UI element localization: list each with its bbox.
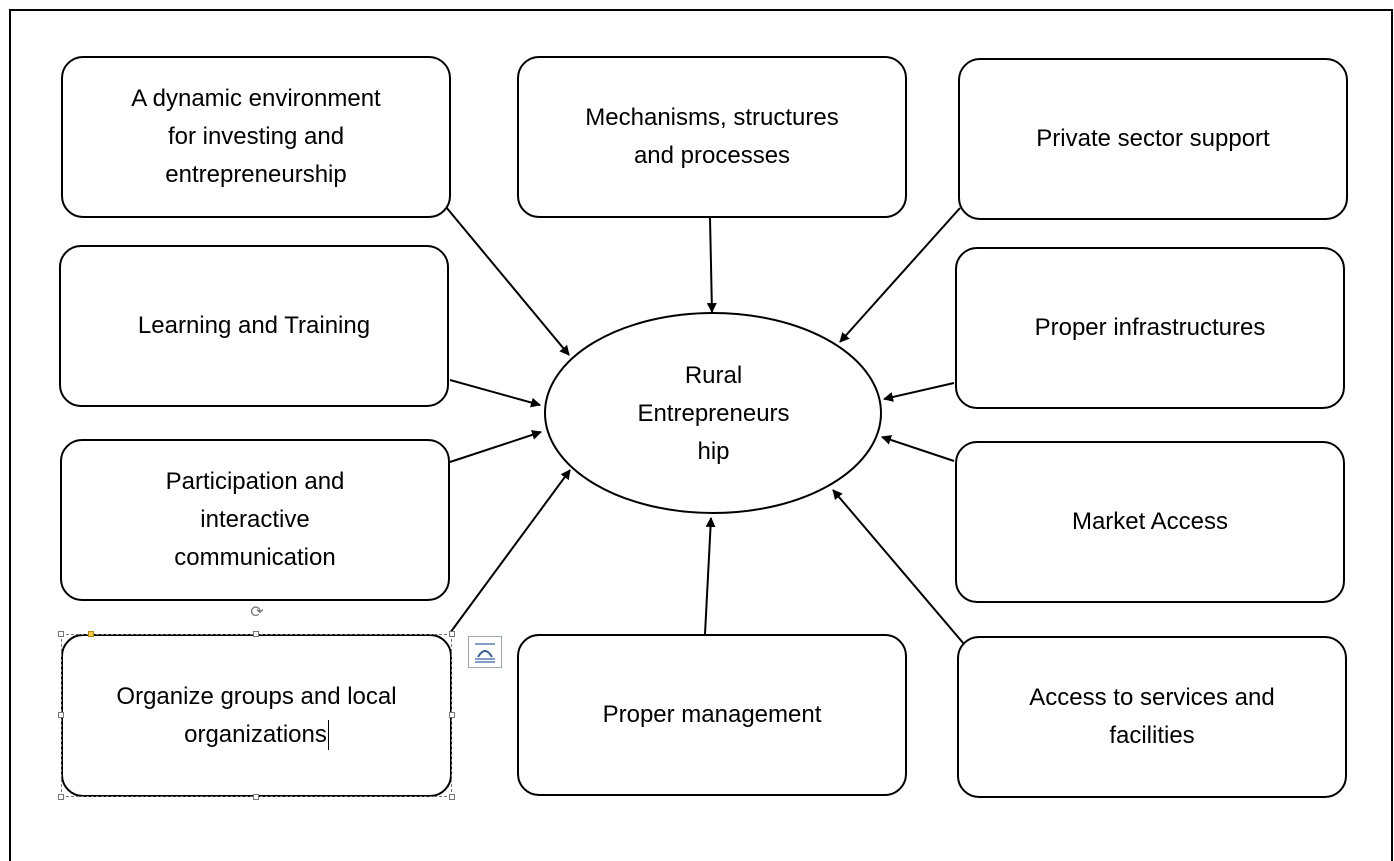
resize-handle-top[interactable] [253, 631, 259, 637]
arrow-services[interactable] [832, 489, 965, 645]
center-node-label: Rural Entrepreneurs hip [637, 362, 790, 465]
center-ellipse[interactable] [544, 312, 882, 514]
node-label: Learning and Training [137, 312, 371, 339]
page-frame [9, 9, 1393, 861]
shape-adjust-handle[interactable] [88, 631, 94, 637]
node-organize-groups[interactable]: Organize groups and local organizations [61, 634, 452, 797]
layout-options-icon [475, 643, 495, 663]
node-management[interactable]: Proper management [517, 634, 907, 796]
node-learning[interactable]: Learning and Training [59, 245, 449, 407]
node-services[interactable]: Access to services and facilities [957, 636, 1347, 798]
center-node-rural-entrepreneurship[interactable]: Rural Entrepreneurs hip [545, 313, 882, 515]
node-dynamic-environment[interactable]: A dynamic environment for investing and … [61, 56, 451, 218]
node-label: Market Access [1071, 508, 1229, 535]
arrow-dynamic-environment[interactable] [445, 206, 570, 356]
resize-handle-right[interactable] [449, 712, 455, 718]
node-label-text: Organize groups and local organizations [116, 682, 397, 748]
layout-options-button[interactable] [468, 636, 502, 668]
arrow-market-access[interactable] [881, 435, 955, 462]
node-label: Proper infrastructures [1034, 314, 1266, 341]
arrow-management[interactable] [704, 517, 716, 635]
resize-handle-left[interactable] [58, 712, 64, 718]
node-label: Access to services and facilities [1029, 684, 1275, 749]
node-label: Participation and interactive communicat… [165, 468, 345, 571]
node-market-access[interactable]: Market Access [955, 441, 1345, 603]
node-private-sector[interactable]: Private sector support [958, 58, 1348, 220]
node-label: Organize groups and local organizations [116, 678, 397, 754]
arrow-infrastructures[interactable] [883, 382, 955, 402]
node-label: Private sector support [1036, 125, 1270, 152]
arrow-learning[interactable] [449, 379, 541, 408]
arrow-participation[interactable] [449, 430, 542, 463]
node-infrastructures[interactable]: Proper infrastructures [955, 247, 1345, 409]
rotate-handle-icon[interactable]: ⟳ [250, 604, 264, 621]
node-label: A dynamic environment for investing and … [131, 85, 381, 188]
node-label: Mechanisms, structures and processes [585, 104, 839, 169]
node-participation[interactable]: Participation and interactive communicat… [60, 439, 450, 601]
node-label: Proper management [602, 701, 822, 728]
resize-handle-bottom-right[interactable] [449, 794, 455, 800]
text-cursor [327, 720, 329, 751]
resize-handle-bottom[interactable] [253, 794, 259, 800]
resize-handle-top-left[interactable] [58, 631, 64, 637]
arrow-mechanisms[interactable] [706, 217, 717, 313]
arrow-organize-groups[interactable] [449, 469, 571, 634]
resize-handle-top-right[interactable] [449, 631, 455, 637]
arrow-private-sector[interactable] [839, 207, 961, 343]
node-mechanisms[interactable]: Mechanisms, structures and processes [517, 56, 907, 218]
resize-handle-bottom-left[interactable] [58, 794, 64, 800]
